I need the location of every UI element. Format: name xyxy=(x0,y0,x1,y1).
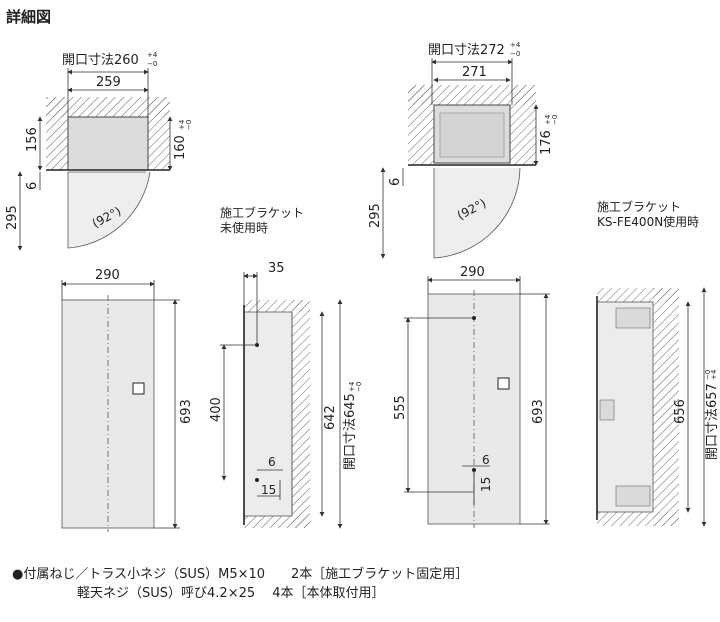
dim-tol-plus: +4 xyxy=(544,114,552,125)
box-opening xyxy=(67,116,149,171)
dim-height-opening: 176 xyxy=(539,130,554,155)
dim-opening: 開口寸法657 xyxy=(705,383,720,460)
dim-depth: 156 xyxy=(25,127,40,152)
dim-tol-plus: +4 xyxy=(510,41,521,49)
wall-hatch xyxy=(46,97,170,117)
dim-small: 6 xyxy=(482,453,490,467)
dim-tol-minus: −0 xyxy=(704,370,712,380)
dim-swing: 295 xyxy=(368,203,383,228)
screw-note-2: 軽天ネジ（SUS）呼び4.2×25 4本［本体取付用］ xyxy=(12,586,385,601)
door-swing xyxy=(67,171,151,249)
dim-width: 271 xyxy=(462,65,487,80)
dim-tol-plus: +4 xyxy=(348,381,356,392)
dim-tol-minus: −0 xyxy=(147,60,157,68)
dim-gap: 6 xyxy=(25,182,40,190)
dim-small: 6 xyxy=(268,455,276,469)
lock-icon xyxy=(132,382,145,395)
dim-bottom: 15 xyxy=(479,477,493,492)
plan-view-left: 開口寸法260 +4 −0 259 156 6 295 160 +4 −0 (9… xyxy=(5,51,193,251)
caption-line: KS-FE400N使用時 xyxy=(597,215,700,229)
dim-opening: 開口寸法645 xyxy=(343,393,358,470)
dim-height: 693 xyxy=(179,399,194,424)
dim-height: 656 xyxy=(673,399,688,424)
wall-hatch xyxy=(244,300,310,312)
dim-height-opening: 160 xyxy=(173,135,188,160)
dim-tol-minus: −0 xyxy=(551,115,559,125)
dim-height: 642 xyxy=(323,405,338,430)
plan-view-right: 開口寸法272 +4 −0 271 6 295 176 +4 −0 (92°) xyxy=(368,41,559,259)
box-side xyxy=(243,311,293,517)
dim-width: 259 xyxy=(96,75,121,90)
dim-tol-plus: +4 xyxy=(710,369,718,380)
wall-hatch xyxy=(244,516,310,528)
caption-bracket-used: 施工ブラケット KS-FE400N使用時 xyxy=(597,200,699,230)
dim-tol-minus: −0 xyxy=(510,50,520,58)
dim-opening-width: 開口寸法260 xyxy=(62,53,139,68)
front-view-right: 290 555 693 6 15 xyxy=(393,265,550,528)
dim-hole: 555 xyxy=(393,395,408,420)
wall-hatch xyxy=(408,85,536,105)
wall-hatch xyxy=(292,300,310,528)
dim-tol-minus: −0 xyxy=(185,120,193,130)
dim-height: 693 xyxy=(531,399,546,424)
dim-opening-width: 開口寸法272 xyxy=(428,43,505,58)
dim-tol-plus: +4 xyxy=(147,51,158,59)
front-view-left: 290 693 xyxy=(61,268,194,532)
screw-note-1: ●付属ねじ／トラス小ネジ（SUS）M5×10 2本［施工ブラケット固定用］ xyxy=(12,567,469,582)
dim-upper: 400 xyxy=(209,397,224,422)
door-swing xyxy=(433,167,521,259)
side-view-left: 35 400 6 15 642 開口寸法645 +4 −0 xyxy=(209,261,363,529)
side-view-right: 656 開口寸法657 +4 −0 xyxy=(596,287,720,527)
caption-line: 施工ブラケット xyxy=(220,206,305,220)
caption-bracket-unused: 施工ブラケット 未使用時 xyxy=(220,206,304,236)
page-title: 詳細図 xyxy=(6,8,52,26)
caption-line: 未使用時 xyxy=(220,221,269,235)
dim-depth: 35 xyxy=(268,261,285,276)
dim-swing: 295 xyxy=(5,205,20,230)
wall-hatch xyxy=(653,288,679,526)
dim-width: 290 xyxy=(460,265,485,280)
dim-gap: 6 xyxy=(388,178,403,186)
lock-icon xyxy=(497,377,510,390)
caption-line: 施工ブラケット xyxy=(597,200,682,214)
dim-tol-minus: −0 xyxy=(355,382,363,392)
dim-width: 290 xyxy=(95,268,120,283)
dim-bottom: 15 xyxy=(261,483,276,497)
dim-tol-plus: +4 xyxy=(178,119,186,130)
